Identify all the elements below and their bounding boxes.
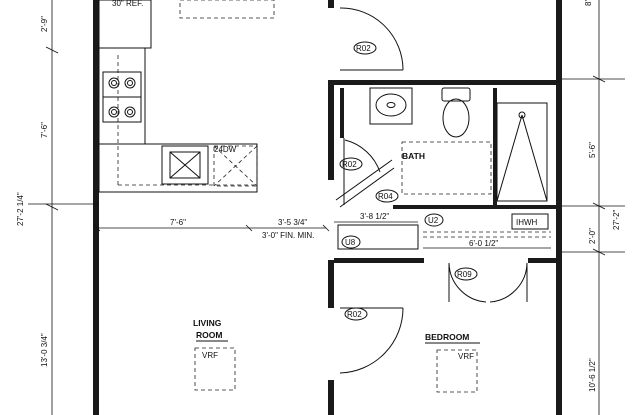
bath-top-wall	[328, 80, 562, 85]
tag-r02-c-label: R02	[347, 310, 362, 319]
dimension-lines	[28, 0, 625, 415]
refrigerator-label: 30" REF.	[112, 0, 143, 8]
dim-corridor-width: 3'-5 3/4"	[278, 218, 307, 227]
tag-r09	[454, 267, 478, 281]
partition-wall-upper	[328, 0, 334, 8]
exterior-wall-left	[93, 0, 99, 415]
dim-closet-width: 3'-8 1/2"	[360, 212, 389, 221]
bath-floor-area	[401, 141, 492, 195]
vrf-living-label: VRF	[202, 351, 218, 360]
dim-left-overall: 27'-2 1/4"	[16, 192, 25, 226]
living-room-label-1: LIVING	[193, 318, 222, 328]
bedroom-top-wall-right	[528, 258, 562, 263]
tag-u2-label: U2	[428, 216, 439, 225]
tag-u8	[341, 235, 361, 249]
dim-right-top: 8'	[584, 0, 593, 6]
dim-right-bottom: 10'-6 1/2"	[588, 358, 597, 392]
bedroom-label: BEDROOM	[425, 332, 469, 342]
vrf-bedroom-label: VRF	[458, 352, 474, 361]
dim-corridor-min: 3'-0" FIN. MIN.	[262, 231, 314, 240]
dim-right-small: 2'-0"	[588, 228, 597, 244]
tag-r02-a-label: R02	[356, 44, 371, 53]
tag-u8-label: U8	[345, 238, 356, 247]
diagonal-closet-wall	[335, 138, 395, 208]
living-room-label-2: ROOM	[196, 330, 222, 340]
kitchen-sink-icon	[161, 145, 209, 185]
dim-hall-width: 6'-0 1/2"	[469, 239, 498, 248]
stove-icon	[102, 71, 142, 123]
dishwasher-label: 24DW	[214, 145, 237, 154]
door-swings	[339, 7, 528, 374]
tag-r04	[375, 189, 399, 203]
tag-r02-a	[353, 41, 377, 55]
bedroom-top-wall-left	[334, 258, 424, 263]
dim-kitchen-width: 7'-6"	[170, 218, 186, 227]
toilet-icon	[441, 87, 471, 138]
tag-r02-b	[339, 157, 363, 171]
tag-r09-label: R09	[457, 270, 472, 279]
dishwasher-icon	[213, 145, 258, 187]
bath-left-wall	[340, 88, 344, 138]
vrf-unit-living	[194, 347, 236, 391]
tag-r02-c	[344, 307, 368, 321]
tag-r04-label: R04	[378, 192, 393, 201]
water-heater-label: IHWH	[516, 218, 538, 227]
bath-bottom-wall	[393, 205, 562, 209]
partition-wall-lower	[328, 260, 334, 308]
water-heater-box	[511, 213, 549, 230]
bath-inner-wall	[493, 88, 497, 205]
partition-wall-bottom	[328, 380, 334, 415]
tag-r02-b-label: R02	[342, 160, 357, 169]
dim-left-top: 2'-9"	[40, 16, 49, 32]
tag-u2	[424, 213, 444, 227]
shower-icon	[496, 102, 548, 202]
linen-closet	[337, 224, 419, 250]
bath-sink-icon	[369, 87, 413, 125]
dim-right-overall: 27'-2"	[612, 209, 621, 230]
dim-right-bath: 5'-6"	[588, 142, 597, 158]
dim-left-mid: 7'-6"	[40, 122, 49, 138]
vrf-unit-bedroom	[436, 349, 478, 393]
partition-wall-bath	[328, 82, 334, 180]
dim-left-bottom: 13'-0 3/4"	[40, 333, 49, 367]
bath-label: BATH	[402, 151, 425, 161]
